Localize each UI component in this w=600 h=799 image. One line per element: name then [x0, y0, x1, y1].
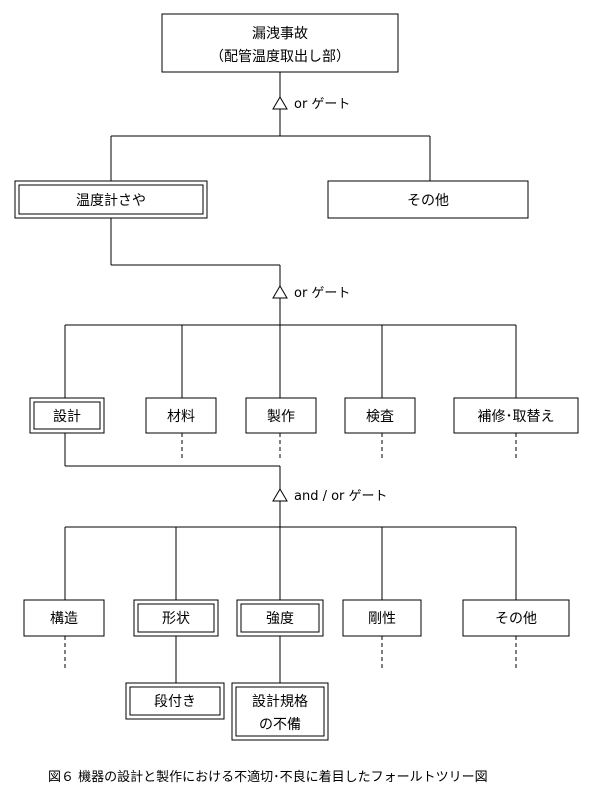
design-spec-label-line1: 設計規格	[252, 694, 308, 710]
inspection-label: 検査	[366, 409, 394, 425]
stepped-box	[125, 682, 225, 720]
design-label: 設計	[53, 409, 81, 425]
manufacturing-box	[245, 397, 317, 434]
other-box-level1	[327, 180, 529, 219]
top-event-label-line2: （配管温度取出し部）	[210, 49, 350, 65]
rigidity-label: 剛性	[368, 611, 396, 627]
design-spec-box	[231, 682, 329, 741]
shape-label: 形状	[162, 611, 190, 627]
material-box	[145, 397, 217, 434]
inspection-box	[344, 397, 416, 434]
gate-2-label: or ゲート	[294, 286, 350, 301]
thermowell-label: 温度計さや	[76, 193, 146, 209]
gate-3-symbol	[272, 488, 288, 502]
structure-box	[23, 599, 105, 637]
gate-1-label: or ゲート	[294, 97, 350, 112]
other-label-level3: その他	[495, 611, 537, 627]
stepped-label: 段付き	[154, 694, 196, 710]
gate-2-symbol	[272, 285, 288, 299]
other-label-level1: その他	[407, 193, 449, 209]
material-label: 材料	[167, 409, 195, 425]
strength-label: 強度	[266, 611, 294, 627]
design-spec-label-line2: の不備	[259, 717, 301, 733]
gate-1-symbol	[272, 96, 288, 110]
manufacturing-label: 製作	[267, 409, 295, 425]
figure-caption: 図６ 機器の設計と製作における不適切･不良に着目したフォールトツリー図	[48, 770, 488, 785]
top-event-label-line1: 漏洩事故	[252, 26, 308, 42]
repair-label: 補修･取替え	[478, 409, 555, 425]
gate-3-label: and / or ゲート	[294, 489, 388, 504]
structure-label: 構造	[50, 611, 78, 627]
design-box	[29, 397, 105, 434]
